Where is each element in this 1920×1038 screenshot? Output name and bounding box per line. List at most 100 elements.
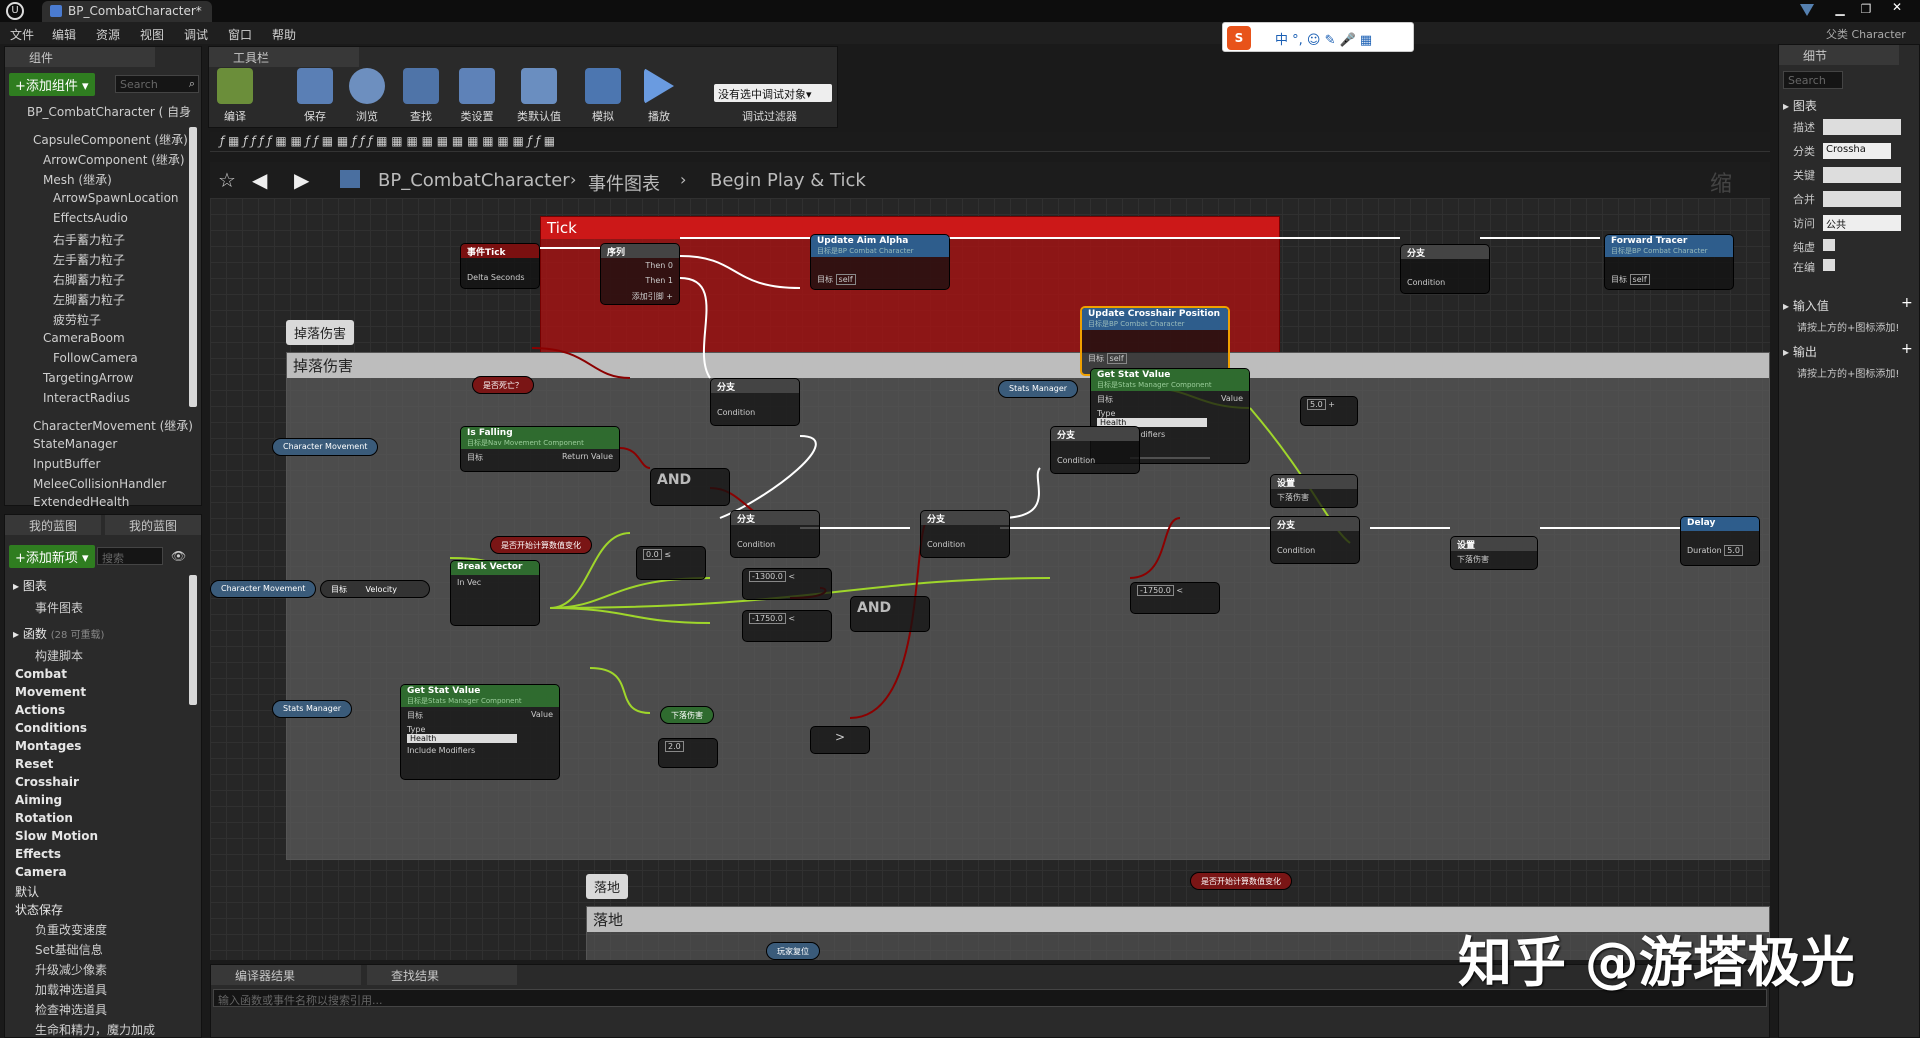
add-component-button[interactable]: +添加组件 ▾ bbox=[9, 73, 95, 96]
breadcrumb-root[interactable]: BP_CombatCharacter bbox=[378, 170, 570, 191]
component-item[interactable]: InteractRadius bbox=[43, 391, 131, 405]
component-item[interactable]: 疲劳粒子 bbox=[53, 313, 102, 327]
delay-node[interactable]: Delay Duration 5.0 bbox=[1680, 516, 1760, 566]
menu-edit[interactable]: 编辑 bbox=[52, 28, 77, 42]
mybp-search-input[interactable]: 搜索 bbox=[97, 547, 163, 565]
component-item[interactable]: EffectsAudio bbox=[53, 211, 128, 225]
source-control-icon[interactable] bbox=[1800, 4, 1814, 16]
component-item[interactable]: ExtendedHealth bbox=[33, 495, 130, 509]
stats-manager-variable[interactable]: Stats Manager bbox=[998, 380, 1079, 398]
components-tab[interactable]: 组件 bbox=[5, 47, 155, 67]
document-tab[interactable]: BP_CombatCharacter* bbox=[42, 1, 212, 22]
function-category[interactable]: Movement bbox=[15, 685, 87, 699]
add-float-node[interactable]: 5.0 + bbox=[1300, 396, 1358, 426]
component-item[interactable]: CharacterMovement (继承) bbox=[33, 419, 193, 433]
call-in-editor-checkbox[interactable] bbox=[1823, 259, 1835, 271]
set-falling-damage-node[interactable]: 设置 下落伤害 bbox=[1450, 536, 1538, 570]
category-select[interactable]: Crossha bbox=[1823, 143, 1891, 159]
function-category[interactable]: Crosshair bbox=[15, 775, 79, 789]
my-blueprint-tab-2[interactable]: 我的蓝图 bbox=[105, 515, 201, 535]
function-category[interactable]: Conditions bbox=[15, 721, 88, 735]
add-input-button[interactable]: + bbox=[1901, 295, 1913, 311]
function-category[interactable]: Montages bbox=[15, 739, 82, 753]
components-scrollbar[interactable] bbox=[189, 127, 197, 407]
function-tab-icon[interactable]: ƒ ▦ ƒ ƒ ƒ ƒ ▦ ▦ ƒ ƒ ▦ ▦ ƒ ƒ ƒ ▦ ▦ ▦ ▦ ▦ … bbox=[220, 134, 556, 148]
component-item[interactable]: StateManager bbox=[33, 437, 118, 451]
graph-canvas[interactable]: Tick 掉落伤害 掉落伤害 落地 落地 bbox=[210, 198, 1770, 960]
start-calc-variable[interactable]: 是否开始计算数值变化 bbox=[1190, 872, 1292, 890]
function-category[interactable]: Combat bbox=[15, 667, 67, 681]
menu-view[interactable]: 视图 bbox=[140, 28, 165, 42]
eye-icon[interactable]: 👁 bbox=[171, 549, 187, 563]
and-node[interactable]: AND bbox=[850, 596, 930, 632]
add-new-button[interactable]: +添加新项 ▾ bbox=[9, 545, 95, 568]
mybp-scrollbar[interactable] bbox=[189, 575, 197, 705]
ime-toolbar[interactable]: S 中 °, ☺ ✎ 🎤 ▦ bbox=[1222, 22, 1414, 52]
function-category[interactable]: Rotation bbox=[15, 811, 73, 825]
branch-node[interactable]: 分支 Condition bbox=[920, 510, 1010, 558]
fall-damage-variable[interactable]: 下落伤害 bbox=[660, 706, 714, 724]
branch-node[interactable]: 分支 Condition bbox=[1050, 426, 1140, 474]
component-item[interactable]: 左手蓄力粒子 bbox=[53, 253, 126, 267]
break-vector-node[interactable]: Break Vector In Vec bbox=[450, 560, 540, 626]
details-tab[interactable]: 细节 bbox=[1779, 45, 1899, 65]
less-equal-node[interactable]: 0.0 ≤ bbox=[636, 546, 706, 580]
component-item[interactable]: FollowCamera bbox=[53, 351, 138, 365]
compile-button[interactable]: 编译 bbox=[210, 68, 260, 124]
breadcrumb-mid[interactable]: 事件图表 bbox=[588, 174, 660, 195]
minimize-button[interactable]: ▁ bbox=[1835, 2, 1845, 16]
function-category[interactable]: Reset bbox=[15, 757, 54, 771]
component-item[interactable]: 右手蓄力粒子 bbox=[53, 233, 126, 247]
function-category[interactable]: 默认 bbox=[15, 885, 40, 899]
branch-node[interactable]: 分支 Condition bbox=[730, 510, 820, 558]
find-button[interactable]: 查找 bbox=[396, 68, 446, 124]
my-blueprint-tab[interactable]: 我的蓝图 bbox=[5, 515, 101, 535]
function-item[interactable]: 负重改变速度 bbox=[35, 923, 108, 937]
function-category[interactable]: Aiming bbox=[15, 793, 63, 807]
functions-section[interactable]: ▸ 函数 (28 可重载) bbox=[13, 627, 105, 641]
graph-section-header[interactable]: ▸ 图表 bbox=[1783, 99, 1817, 113]
maximize-button[interactable]: ❐ bbox=[1860, 2, 1872, 16]
compact-title-input[interactable] bbox=[1823, 191, 1901, 207]
and-node[interactable]: AND bbox=[650, 468, 730, 506]
details-search-input[interactable]: Search bbox=[1783, 71, 1843, 89]
back-arrow-icon[interactable]: ◀ bbox=[252, 168, 268, 192]
component-item[interactable]: CameraBoom bbox=[43, 331, 125, 345]
stats-manager-variable[interactable]: Stats Manager bbox=[272, 700, 353, 718]
inputs-section-header[interactable]: ▸ 输入值 bbox=[1783, 299, 1829, 313]
function-item[interactable]: 升级减少像素 bbox=[35, 963, 108, 977]
menu-help[interactable]: 帮助 bbox=[272, 28, 297, 42]
component-item[interactable]: TargetingArrow bbox=[43, 371, 134, 385]
component-item[interactable]: 左脚蓄力粒子 bbox=[53, 293, 126, 307]
toolbar-tab[interactable]: 工具栏 bbox=[209, 47, 359, 67]
reset-player-variable[interactable]: 玩家复位 bbox=[766, 942, 820, 960]
keywords-input[interactable] bbox=[1823, 167, 1901, 183]
class-settings-button[interactable]: 类设置 bbox=[452, 68, 502, 124]
component-item[interactable]: CapsuleComponent (继承) bbox=[33, 133, 188, 147]
close-button[interactable]: ✕ bbox=[1891, 0, 1903, 14]
stat-type-select[interactable]: Health bbox=[407, 734, 517, 743]
function-item[interactable]: 加载神选道具 bbox=[35, 983, 108, 997]
debug-object-select[interactable]: 没有选中调试对象▾ bbox=[714, 84, 832, 102]
find-results-search-input[interactable]: 输入函数或事件名称以搜索引用... bbox=[213, 989, 1767, 1007]
play-button[interactable]: 播放 bbox=[634, 68, 684, 124]
component-item[interactable]: InputBuffer bbox=[33, 457, 101, 471]
component-item[interactable]: ArrowComponent (继承) bbox=[43, 153, 185, 167]
function-category[interactable]: Actions bbox=[15, 703, 66, 717]
less-node[interactable]: -1750.0 < bbox=[742, 610, 832, 642]
fall-damage-bubble[interactable]: 掉落伤害 bbox=[286, 320, 355, 345]
is-dead-variable[interactable]: 是否死亡？ bbox=[472, 376, 534, 394]
branch-node[interactable]: 分支 Condition bbox=[1270, 516, 1360, 564]
menu-window[interactable]: 窗口 bbox=[228, 28, 253, 42]
function-category[interactable]: Slow Motion bbox=[15, 829, 99, 843]
menu-debug[interactable]: 调试 bbox=[184, 28, 209, 42]
browse-button[interactable]: 浏览 bbox=[342, 68, 392, 124]
character-movement-variable[interactable]: Character Movement bbox=[210, 580, 317, 598]
find-results-tab[interactable]: 查找结果 bbox=[367, 965, 517, 985]
stat-type-select[interactable]: Health bbox=[1097, 418, 1207, 427]
simulate-button[interactable]: 模拟 bbox=[578, 68, 628, 124]
